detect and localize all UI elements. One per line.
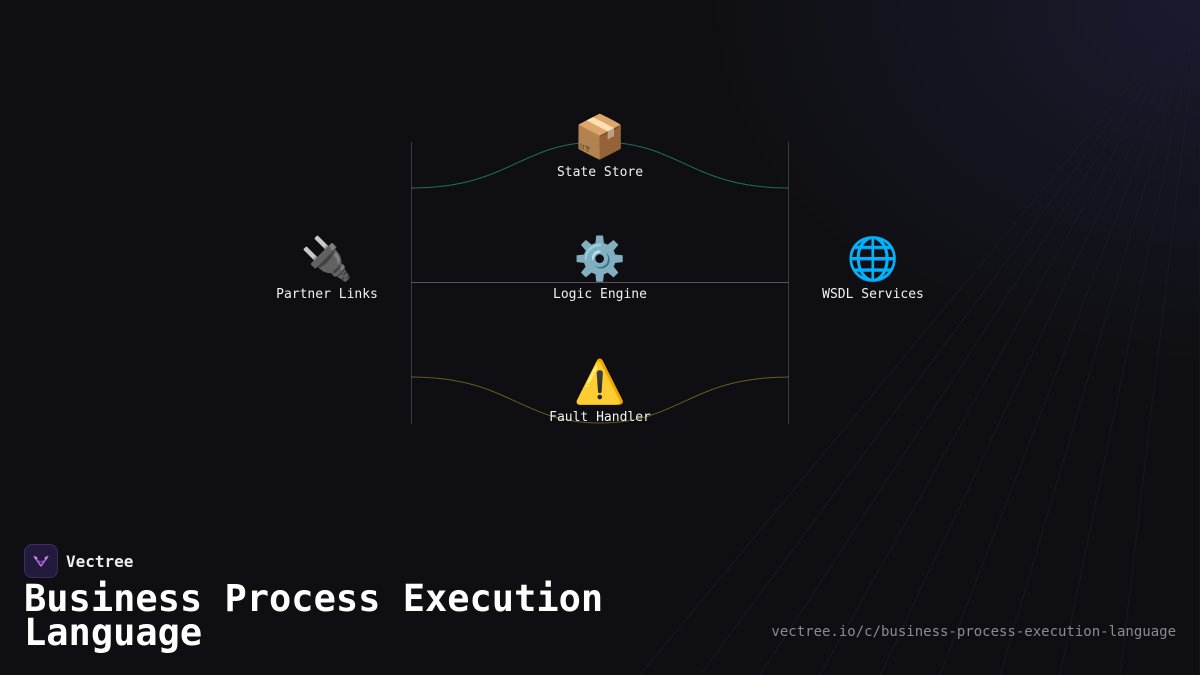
node-wsdl-services: 🌐 WSDL Services (793, 234, 953, 303)
node-label: Partner Links (276, 287, 378, 302)
gear-icon: ⚙️ (573, 234, 627, 283)
node-label: Fault Handler (549, 410, 651, 425)
node-label: Logic Engine (553, 287, 647, 302)
node-state-store: 📦 State Store (520, 112, 680, 181)
package-icon: 📦 (573, 112, 627, 161)
brand[interactable]: Vectree (24, 544, 133, 578)
plug-icon: 🔌 (300, 234, 354, 283)
node-logic-engine: ⚙️ Logic Engine (520, 234, 680, 303)
warning-icon: ⚠️ (573, 357, 627, 406)
page-title: Business Process Execution Language (24, 577, 604, 654)
node-label: State Store (556, 165, 644, 180)
fault-handler-path (410, 376, 790, 424)
brand-name: Vectree (66, 551, 134, 571)
node-partner-links: 🔌 Partner Links (247, 234, 407, 303)
vectree-logo-icon (24, 544, 58, 578)
globe-icon: 🌐 (846, 234, 900, 283)
state-store-path (410, 141, 790, 189)
page-url-link[interactable]: vectree.io/c/business-process-execution-… (771, 624, 1176, 640)
node-fault-handler: ⚠️ Fault Handler (520, 357, 680, 426)
node-label: WSDL Services (822, 287, 924, 302)
